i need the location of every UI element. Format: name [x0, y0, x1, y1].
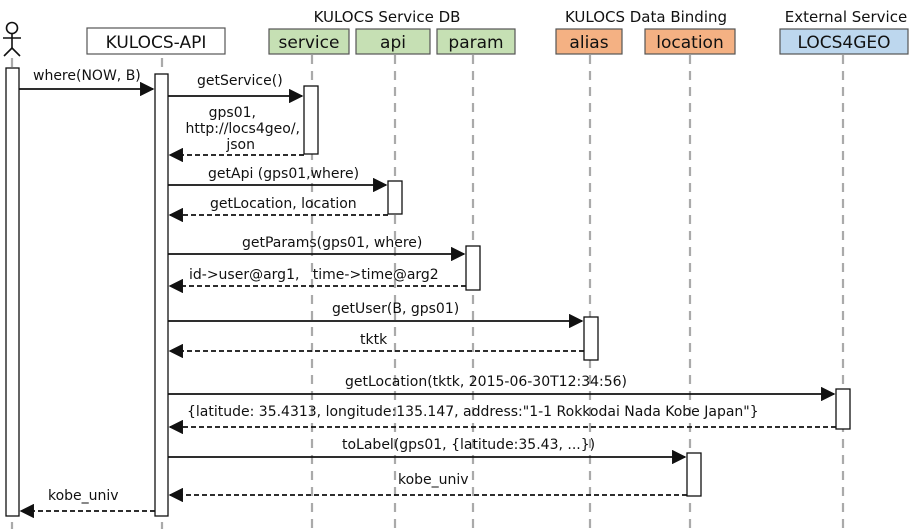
message-label-service-return-3: json — [225, 137, 255, 153]
participant-locs4geo: LOCS4GEO — [779, 28, 909, 55]
message-label-param-return: id->user@arg1, time->time@arg2 — [189, 267, 439, 283]
message-label-service-return-2: http://locs4geo/, — [186, 121, 300, 137]
participant-box — [268, 28, 350, 55]
message-label-api-return: getLocation, location — [210, 196, 357, 212]
participant-service: service — [268, 28, 350, 55]
participant-box — [644, 28, 736, 55]
participant-label: location — [656, 33, 723, 53]
message-label-service-return-1: gps01, — [209, 105, 256, 121]
participant-label: KULOCS-API — [106, 33, 207, 53]
participant-box — [436, 28, 516, 55]
message-label-user-return: kobe_univ — [48, 488, 119, 504]
participant-alias: alias — [555, 28, 623, 55]
participant-api: api — [355, 28, 431, 55]
message-label-alias-return: tktk — [360, 332, 388, 348]
activation-location — [686, 452, 702, 497]
actor-icon — [3, 21, 21, 57]
message-label-getuser: getUser(B, gps01) — [332, 301, 459, 317]
message-label-locs4geo-return: {latitude: 35.4313, longitude:135.147, a… — [187, 404, 759, 420]
message-label-where: where(NOW, B) — [33, 68, 141, 84]
activation-service — [303, 85, 319, 155]
group-label-external-service: External Service — [785, 8, 907, 26]
participant-box — [779, 28, 909, 55]
participant-label: LOCS4GEO — [797, 33, 890, 53]
group-label-data-binding: KULOCS Data Binding — [565, 8, 727, 26]
participant-param: param — [436, 28, 516, 55]
participant-label: api — [380, 33, 406, 53]
message-label-tolabel: toLabel(gps01, {latitude:35.43, ...}) — [342, 437, 595, 453]
message-label-getlocation-ext: getLocation(tktk, 2015-06-30T12:34:56) — [345, 374, 627, 390]
participant-label: alias — [569, 33, 608, 53]
participant-box — [86, 27, 226, 55]
participant-box — [355, 28, 431, 55]
participant-label: param — [448, 33, 503, 53]
activation-api — [387, 180, 403, 215]
activation-param — [465, 245, 481, 291]
participant-box — [555, 28, 623, 55]
participant-kulocs-api: KULOCS-API — [86, 27, 226, 55]
message-label-location-return: kobe_univ — [398, 472, 469, 488]
activation-kulocs-api — [154, 73, 169, 517]
participant-label: service — [279, 33, 340, 53]
message-label-getapi: getApi (gps01,where) — [208, 166, 359, 182]
activation-user — [5, 67, 20, 517]
group-label-service-db: KULOCS Service DB — [314, 8, 461, 26]
activation-locs4geo — [835, 388, 851, 430]
activation-alias — [583, 316, 599, 361]
participant-location: location — [644, 28, 736, 55]
message-label-getservice: getService() — [197, 73, 283, 89]
message-label-getparams: getParams(gps01, where) — [242, 235, 422, 251]
